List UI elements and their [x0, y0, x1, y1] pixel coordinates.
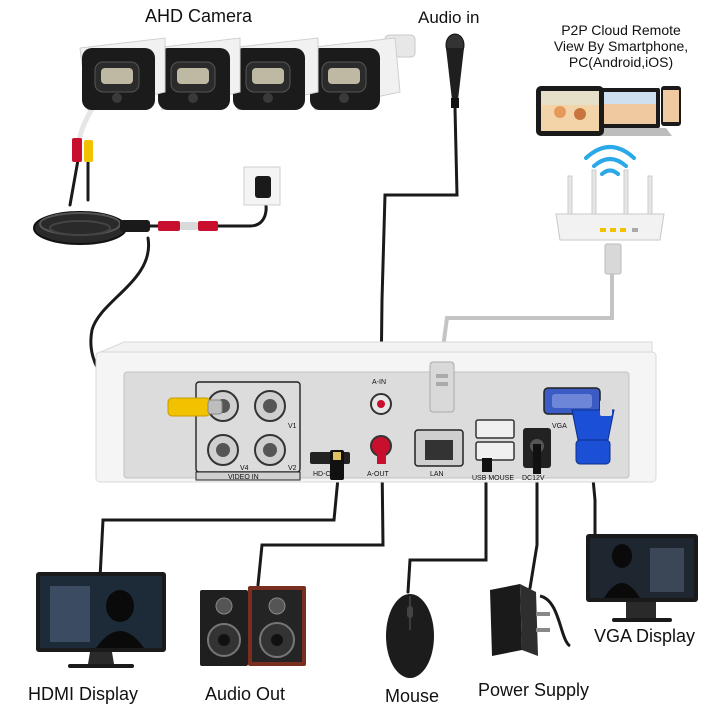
- audio-out-port[interactable]: A-OUT: [367, 435, 392, 478]
- bnc-inputs: V1 V4 V2 VIDEO IN: [195, 381, 301, 481]
- label-cloud-line2: View By Smartphone,: [553, 38, 689, 54]
- cable-coil-icon: [33, 211, 150, 245]
- label-cloud-line3: PC(Android,iOS): [568, 54, 674, 70]
- rj45-plug: [429, 361, 455, 413]
- pigtail-connectors: [72, 138, 93, 162]
- laptop-icon: [588, 88, 672, 136]
- camera-1: [79, 37, 166, 111]
- hdmi-cable: [98, 476, 340, 580]
- label-vga-display: VGA Display: [594, 626, 696, 646]
- rca-plug: [377, 444, 386, 464]
- label-power-supply: Power Supply: [478, 680, 590, 700]
- hdmi-port[interactable]: HD-OUT: [310, 450, 350, 480]
- router-icon: [555, 169, 665, 275]
- camera-4: [304, 37, 401, 111]
- dc-power-cable: [528, 476, 539, 590]
- vga-port[interactable]: VGA: [543, 387, 601, 430]
- port-label-vga: VGA: [552, 423, 567, 430]
- usb-plug: [482, 458, 492, 472]
- vga-monitor-icon: [586, 534, 698, 622]
- lan-port[interactable]: LAN: [414, 429, 464, 478]
- port-label-video-in: VIDEO IN: [228, 474, 259, 481]
- dvr-unit: V1 V4 V2 VIDEO IN HD-OUT A-IN: [95, 341, 657, 483]
- label-audio-in: Audio in: [418, 8, 480, 27]
- label-audio-out: Audio Out: [205, 684, 286, 704]
- camera-pigtail-cable: [68, 158, 80, 207]
- port-label-usb-mouse: USB MOUSE: [472, 475, 514, 482]
- port-label-a-out: A-OUT: [367, 471, 390, 478]
- speakers-icon: [200, 586, 306, 666]
- wifi-icon: [584, 145, 636, 176]
- vga-plug: [571, 400, 615, 465]
- label-hdmi-display: HDMI Display: [28, 684, 139, 704]
- hdmi-monitor-icon: [36, 572, 166, 668]
- label-ahd-camera: AHD Camera: [145, 6, 253, 26]
- audio-in-cable: [379, 106, 459, 387]
- port-label-a-in: A-IN: [372, 379, 386, 386]
- port-label-hd-out: HD-OUT: [313, 471, 341, 478]
- microphone-icon: [445, 33, 465, 108]
- port-label-dc12v: DC12V: [522, 475, 545, 482]
- yellow-bnc-plug: [167, 397, 223, 417]
- label-mouse: Mouse: [385, 686, 440, 706]
- label-cloud-remote: P2P Cloud Remote View By Smartphone, PC(…: [526, 22, 716, 70]
- dc-connector-icon: [158, 221, 218, 231]
- tablet-icon: [536, 86, 604, 136]
- port-label-v2: V2: [288, 465, 297, 472]
- dc12v-port[interactable]: DC12V: [522, 428, 551, 482]
- camera-power-adapter-icon: [243, 166, 281, 206]
- cables: [68, 87, 614, 594]
- port-label-v4: V4: [240, 465, 249, 472]
- dc-plug: [533, 444, 541, 474]
- label-cloud-line1: P2P Cloud Remote: [561, 22, 681, 38]
- ahd-cameras: [79, 34, 416, 111]
- mouse-icon: [386, 594, 434, 678]
- audio-out-cable: [256, 458, 385, 587]
- port-label-lan: LAN: [430, 471, 444, 478]
- router-rj45-plug: [604, 243, 622, 275]
- power-supply-icon: [490, 584, 572, 656]
- camera-3: [229, 37, 319, 111]
- remote-devices: [536, 86, 681, 136]
- usb-ports[interactable]: USB MOUSE: [472, 419, 515, 482]
- smartphone-icon: [661, 86, 681, 126]
- audio-in-port[interactable]: A-IN: [370, 379, 392, 415]
- lan-cable: [440, 273, 614, 357]
- port-label-v1: V1: [288, 423, 297, 430]
- camera-2: [154, 37, 241, 111]
- usb-mouse-cable: [406, 466, 488, 594]
